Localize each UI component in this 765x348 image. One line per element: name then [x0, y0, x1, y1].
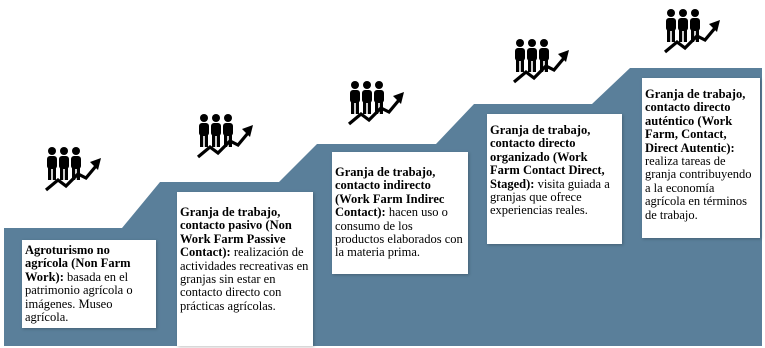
people-growth-icon — [347, 80, 405, 126]
people-growth-icon — [44, 146, 102, 192]
step-card-5: Granja de trabajo, contacto directo auté… — [642, 78, 760, 238]
step-1-text: basada en el patrimonio agrícola o imáge… — [25, 269, 133, 325]
step-1-title: Agroturismo no agrícola (Non Farm Work): — [25, 243, 131, 284]
people-growth-icon — [512, 38, 570, 84]
step-3-title: Granja de trabajo, contacto indirecto (W… — [335, 165, 445, 220]
step-card-3: Granja de trabajo, contacto indirecto (W… — [332, 152, 468, 274]
step-5-text: realiza tareas de granja contribuyendo a… — [645, 154, 752, 222]
step-2-title: Granja de trabajo, contacto pasivo (Non … — [180, 205, 292, 260]
step-3-text: hacen uso o consumo de los productos ela… — [335, 205, 463, 260]
step-card-2: Granja de trabajo, contacto pasivo (Non … — [177, 192, 313, 346]
people-growth-icon — [196, 113, 254, 159]
people-growth-icon — [663, 8, 721, 54]
step-2-text: realización de actividades recreativas e… — [180, 245, 309, 313]
step-card-4: Granja de trabajo, contacto directo orga… — [487, 114, 622, 244]
step-4-title: Granja de trabajo, contacto directo orga… — [490, 123, 605, 191]
step-card-1: Agroturismo no agrícola (Non Farm Work):… — [22, 240, 156, 328]
step-5-title: Granja de trabajo, contacto directo auté… — [645, 87, 746, 155]
step-4-text: visita guiada a granjas que ofrece exper… — [490, 176, 610, 218]
